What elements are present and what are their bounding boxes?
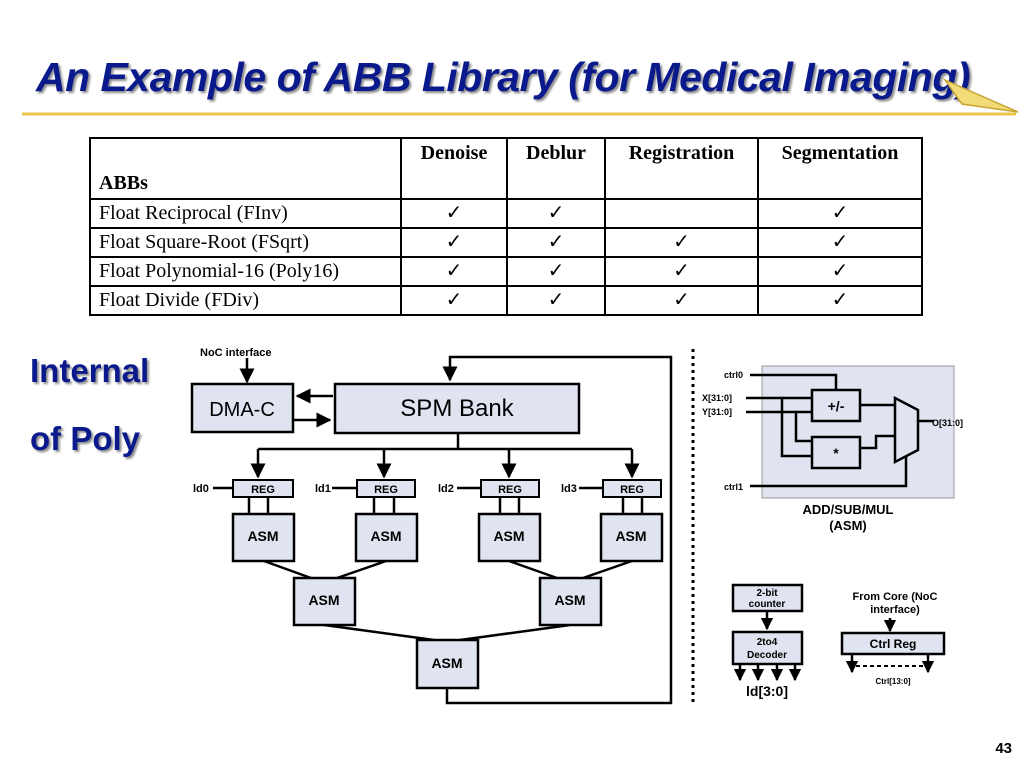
reg-label: REG	[620, 484, 644, 496]
counter-label-1: 2-bit	[756, 588, 778, 599]
asm-detail-background	[761, 365, 955, 499]
row-name: Float Divide (FDiv)	[89, 285, 402, 316]
reg-label: REG	[374, 484, 398, 496]
abb-table: ABBs Denoise Deblur Registration Segment…	[89, 137, 923, 316]
asm-block	[477, 512, 542, 563]
spm-bank-block	[333, 382, 581, 435]
output-label: O[31:0]	[932, 418, 963, 428]
x-input-label: X[31:0]	[702, 393, 732, 403]
table-row: Float Divide (FDiv) ✓ ✓ ✓ ✓	[89, 285, 923, 316]
reg-block	[602, 479, 662, 498]
mux-block	[893, 395, 920, 465]
check-cell	[604, 198, 759, 229]
asm-label: ASM	[554, 592, 585, 608]
check-cell: ✓	[506, 256, 606, 287]
header-registration: Registration	[604, 137, 759, 200]
asm-label: ASM	[615, 528, 646, 544]
ctrl-reg-label: Ctrl Reg	[870, 637, 917, 651]
asm-block	[538, 576, 603, 627]
check-cell: ✓	[400, 256, 508, 287]
counter-label-2: counter	[749, 599, 786, 610]
asm-caption-2: (ASM)	[829, 518, 867, 533]
arrow-icon	[942, 78, 1019, 113]
check-cell: ✓	[506, 198, 606, 229]
asm-block	[415, 638, 480, 690]
ld3-label: ld3	[561, 483, 577, 495]
check-cell: ✓	[604, 285, 759, 316]
multiply-label: *	[833, 445, 839, 461]
check-cell: ✓	[506, 285, 606, 316]
dma-c-label: DMA-C	[209, 399, 275, 421]
page-title: An Example of ABB Library (for Medical I…	[36, 54, 971, 100]
ld-bus-label: ld[3:0]	[746, 683, 788, 699]
asm-label: ASM	[493, 528, 524, 544]
asm-block	[354, 512, 419, 563]
reg-block	[232, 479, 294, 498]
check-cell: ✓	[757, 285, 923, 316]
add-sub-label: +/-	[828, 398, 845, 414]
asm-block	[292, 576, 357, 627]
ld2-label: ld2	[438, 483, 454, 495]
row-name: Float Square-Root (FSqrt)	[89, 227, 402, 258]
check-cell: ✓	[400, 198, 508, 229]
header-deblur: Deblur	[506, 137, 606, 200]
check-cell: ✓	[757, 198, 923, 229]
asm-label: ASM	[247, 528, 278, 544]
page-number: 43	[995, 740, 1012, 757]
asm-caption-1: ADD/SUB/MUL	[803, 502, 894, 517]
dma-c-block	[190, 382, 295, 434]
row-name: Float Polynomial-16 (Poly16)	[89, 256, 402, 287]
spm-bank-label: SPM Bank	[400, 395, 514, 422]
reg-block	[480, 479, 540, 498]
from-core-label-2: interface)	[870, 604, 920, 616]
ctrl-reg-block	[840, 631, 946, 656]
table-row: Float Reciprocal (FInv) ✓ ✓ ✓	[89, 198, 923, 229]
side-label-of-poly: of Poly	[30, 420, 141, 457]
check-cell: ✓	[757, 227, 923, 258]
ctrl1-label: ctrl1	[724, 482, 743, 492]
check-cell: ✓	[506, 227, 606, 258]
check-cell: ✓	[400, 285, 508, 316]
table-row: Float Polynomial-16 (Poly16) ✓ ✓ ✓ ✓	[89, 256, 923, 287]
multiply-block	[810, 435, 862, 470]
decoder-block	[731, 630, 804, 666]
header-abbs: ABBs	[89, 137, 402, 200]
decoder-label-2: Decoder	[747, 650, 787, 661]
ctrl0-label: ctrl0	[724, 370, 743, 380]
asm-label: ASM	[370, 528, 401, 544]
asm-label: ASM	[431, 655, 462, 671]
from-core-label-1: From Core (NoC	[853, 591, 938, 603]
header-denoise: Denoise	[400, 137, 508, 200]
check-cell: ✓	[757, 256, 923, 287]
ctrl-bus-label: Ctrl[13:0]	[875, 677, 910, 686]
reg-label: REG	[251, 484, 275, 496]
check-cell: ✓	[604, 227, 759, 258]
ld1-label: ld1	[315, 483, 331, 495]
table-header-row: ABBs Denoise Deblur Registration Segment…	[89, 137, 923, 200]
side-label-internal: Internal	[30, 352, 150, 389]
check-cell: ✓	[400, 227, 508, 258]
reg-label: REG	[498, 484, 522, 496]
reg-block	[356, 479, 416, 498]
ld0-label: ld0	[193, 483, 209, 495]
asm-block	[231, 512, 296, 563]
asm-label: ASM	[308, 592, 339, 608]
table-row: Float Square-Root (FSqrt) ✓ ✓ ✓ ✓	[89, 227, 923, 258]
row-name: Float Reciprocal (FInv)	[89, 198, 402, 229]
y-input-label: Y[31:0]	[702, 407, 732, 417]
counter-block	[731, 583, 804, 613]
noc-interface-label: NoC interface	[200, 347, 272, 359]
add-sub-block	[810, 388, 862, 423]
decoder-label-1: 2to4	[757, 637, 778, 648]
header-segmentation: Segmentation	[757, 137, 923, 200]
title-underline	[22, 78, 1019, 116]
check-cell: ✓	[604, 256, 759, 287]
asm-block	[599, 512, 664, 563]
